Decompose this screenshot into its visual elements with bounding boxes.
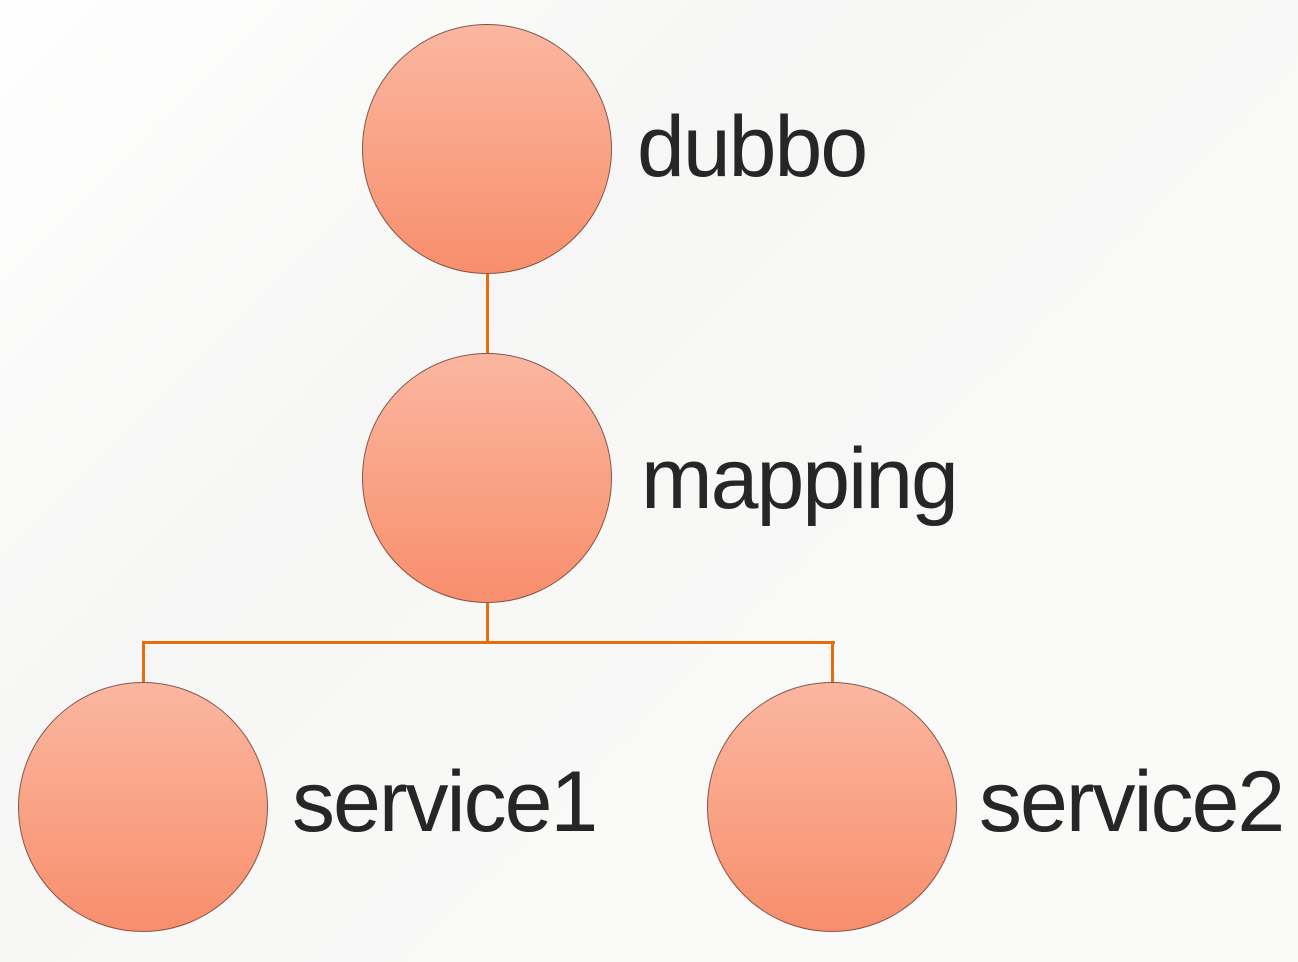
node-circle-mapping [362, 353, 612, 603]
node-label-service2: service2 [979, 754, 1285, 850]
node-label-service1: service1 [292, 754, 598, 850]
edge-mapping-down-stub-line [486, 603, 489, 644]
edge-service1-stub-line [142, 641, 145, 683]
edge-dubbo-mapping-line [486, 273, 489, 354]
node-label-dubbo: dubbo [637, 99, 868, 195]
edge-children-horizontal-line [142, 641, 835, 644]
node-circle-dubbo [362, 24, 612, 274]
edge-service2-stub-line [831, 641, 834, 683]
node-label-mapping: mapping [641, 431, 959, 527]
node-circle-service2 [707, 682, 957, 932]
node-circle-service1 [18, 682, 268, 932]
